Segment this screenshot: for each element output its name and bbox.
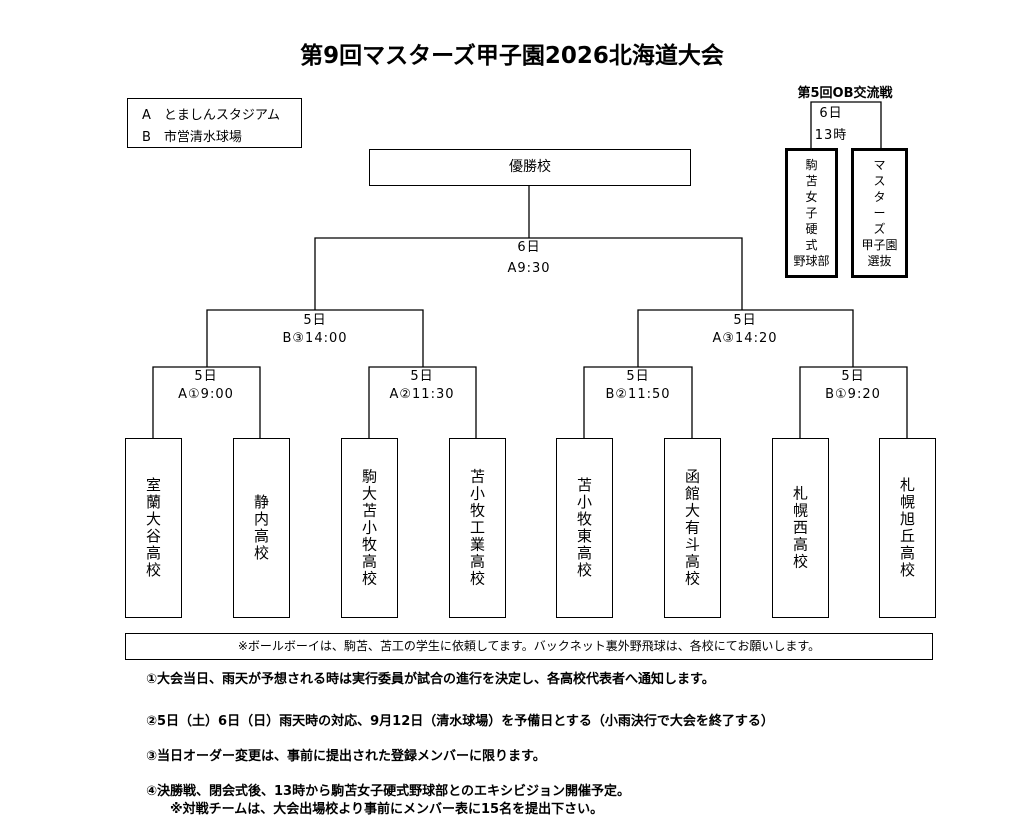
ob-team-2: マスターズ甲子園選抜 (851, 148, 908, 278)
venue-b: B 市営清水球場 (142, 130, 242, 145)
ob-bracket-line (810, 101, 882, 150)
team-box-5: 苫小牧東高校 (556, 438, 613, 618)
match-4-slot: B①9:20 (825, 387, 881, 402)
team-box-2: 静内高校 (233, 438, 290, 618)
team-name-2: 静内高校 (252, 494, 270, 562)
ob-match-day: 6日 (819, 106, 843, 121)
match-3-bracket-line (583, 366, 693, 438)
match-2-day: 5日 (410, 369, 434, 384)
semifinal-2-day: 5日 (733, 313, 757, 328)
rule-2: ②5日（土）6日（日）雨天時の対応、9月12日（清水球場）を予備日とする（小雨決… (146, 714, 774, 729)
final-bracket-line (314, 237, 743, 310)
team-box-1: 室蘭大谷高校 (125, 438, 182, 618)
rule-4-note: ※対戦チームは、大会出場校より事前にメンバー表に15名を提出下さい。 (170, 802, 604, 817)
semifinal-right-bracket-line (637, 309, 854, 367)
team-box-4: 苫小牧工業高校 (449, 438, 506, 618)
match-1-day: 5日 (194, 369, 218, 384)
semifinal-left-bracket-line (206, 309, 424, 367)
ob-team-1-name: 駒苫女子硬式野球部 (793, 158, 830, 268)
page-title: 第9回マスターズ甲子園2026北海道大会 (300, 43, 724, 69)
rule-1: ①大会当日、雨天が予想される時は実行委員が試合の進行を決定し、各高校代表者へ通知… (146, 672, 715, 687)
match-2-bracket-line (368, 366, 477, 438)
semifinal-2-slot: A③14:20 (712, 331, 778, 346)
final-slot: A9:30 (507, 261, 551, 276)
team-box-8: 札幌旭丘高校 (879, 438, 936, 618)
match-2-slot: A②11:30 (389, 387, 455, 402)
ob-team-1: 駒苫女子硬式野球部 (785, 148, 838, 278)
team-name-5: 苫小牧東高校 (575, 477, 593, 579)
team-name-4: 苫小牧工業高校 (468, 468, 486, 588)
ball-boy-note: ※ボールボーイは、駒苫、苫工の学生に依頼してます。バックネット裏外野飛球は、各校… (125, 633, 933, 660)
rule-3: ③当日オーダー変更は、事前に提出された登録メンバーに限ります。 (146, 749, 546, 764)
match-4-day: 5日 (841, 369, 865, 384)
semifinal-1-day: 5日 (303, 313, 327, 328)
venue-a: A とましんスタジアム (142, 108, 280, 123)
ob-team-2-name: マスターズ甲子園選抜 (861, 158, 898, 268)
match-3-day: 5日 (626, 369, 650, 384)
ob-match-title: 第5回OB交流戦 (797, 86, 893, 101)
match-1-bracket-line (152, 366, 261, 438)
champion-box: 優勝校 (369, 149, 691, 186)
team-box-6: 函館大有斗高校 (664, 438, 721, 618)
team-box-7: 札幌西高校 (772, 438, 829, 618)
team-name-6: 函館大有斗高校 (683, 468, 701, 588)
match-3-slot: B②11:50 (605, 387, 671, 402)
team-box-3: 駒大苫小牧高校 (341, 438, 398, 618)
semifinal-1-slot: B③14:00 (282, 331, 348, 346)
match-1-slot: A①9:00 (178, 387, 234, 402)
rule-4: ④決勝戦、閉会式後、13時から駒苫女子硬式野球部とのエキシビジョン開催予定。 (146, 784, 630, 799)
team-name-8: 札幌旭丘高校 (898, 477, 916, 579)
team-name-1: 室蘭大谷高校 (144, 477, 162, 579)
team-name-7: 札幌西高校 (791, 485, 809, 571)
final-day: 6日 (517, 240, 541, 255)
ob-match-time: 13時 (814, 128, 848, 143)
team-name-3: 駒大苫小牧高校 (360, 468, 378, 588)
venue-legend: A とましんスタジアム B 市営清水球場 (127, 98, 302, 148)
match-4-bracket-line (799, 366, 908, 438)
